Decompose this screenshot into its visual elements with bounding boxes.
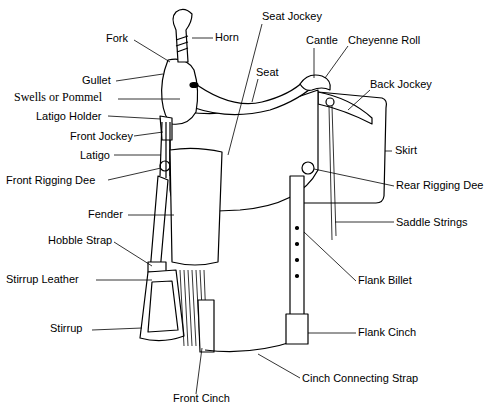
leader-line	[92, 328, 142, 330]
leader-line	[114, 155, 161, 156]
horn-wrap	[176, 36, 188, 52]
stirrup-inner	[148, 281, 178, 332]
leader-line	[228, 24, 262, 155]
part-label: Front Jockey	[70, 130, 133, 143]
stirrup-leather-shape	[150, 176, 168, 272]
leader-line	[348, 90, 370, 110]
part-label: Saddle Strings	[396, 216, 468, 229]
leader-line	[128, 215, 174, 216]
stirrup-shape	[140, 270, 184, 341]
part-label: Skirt	[395, 144, 417, 157]
part-label: Seat Jockey	[262, 10, 322, 23]
leader-line	[304, 232, 356, 281]
part-label: Latigo Holder	[36, 110, 101, 123]
leader-line	[252, 79, 258, 102]
leader-line	[192, 38, 213, 39]
leader-line	[108, 116, 161, 119]
leader-line	[114, 242, 152, 266]
leader-line	[308, 333, 356, 334]
string-concho	[326, 98, 334, 106]
leader-line	[314, 169, 394, 186]
part-label: Stirrup	[50, 322, 82, 335]
seat-concho	[190, 83, 198, 88]
leader-line	[134, 132, 163, 136]
leader-line	[96, 280, 152, 281]
leader-line	[258, 354, 300, 378]
leader-line	[196, 348, 202, 394]
part-label: Hobble Strap	[48, 234, 112, 247]
pommel-shape	[162, 59, 198, 124]
flank-cinch-shape	[286, 314, 308, 344]
part-label: Stirrup Leather	[6, 273, 79, 286]
billet-hole	[296, 243, 299, 246]
part-label: Swells or Pommel	[14, 91, 102, 104]
leader-line	[118, 99, 180, 100]
part-label: Flank Billet	[358, 274, 412, 287]
part-label: Rear Rigging Dee	[396, 179, 483, 192]
part-label: Front Rigging Dee	[6, 174, 95, 187]
leader-line	[335, 222, 394, 223]
horn-shape	[173, 9, 192, 62]
leader-line	[108, 168, 161, 180]
front-cinch-shape	[198, 300, 214, 352]
billet-hole	[296, 259, 299, 262]
leader-line	[385, 151, 392, 152]
front-rigging-ring	[160, 161, 170, 171]
fender-shape	[170, 148, 222, 265]
back-jockey-shape	[318, 92, 372, 124]
part-label: Cantle	[306, 34, 338, 47]
leader-line	[116, 74, 163, 81]
leader-line	[325, 46, 348, 78]
part-label: Seat	[256, 66, 279, 79]
billet-hole	[296, 275, 299, 278]
part-label: Horn	[215, 31, 239, 44]
flank-billet-shape	[290, 176, 304, 320]
part-label: Fender	[88, 208, 123, 221]
latigo-strap	[160, 122, 170, 178]
part-label: Gullet	[82, 74, 111, 87]
part-label: Front Cinch	[173, 392, 230, 405]
part-label: Latigo	[80, 149, 110, 162]
part-label: Cheyenne Roll	[348, 34, 420, 47]
leader-line	[134, 40, 170, 62]
part-label: Back Jockey	[370, 78, 432, 91]
part-label: Flank Cinch	[358, 326, 416, 339]
seat-shape	[190, 78, 318, 114]
leader-lines	[92, 24, 394, 394]
connecting-strap-shape	[205, 340, 298, 352]
part-label: Cinch Connecting Strap	[302, 372, 418, 385]
part-label: Fork	[106, 32, 128, 45]
leader-line	[314, 48, 315, 78]
rear-rigging-ring	[302, 162, 314, 174]
billet-hole	[296, 227, 299, 230]
